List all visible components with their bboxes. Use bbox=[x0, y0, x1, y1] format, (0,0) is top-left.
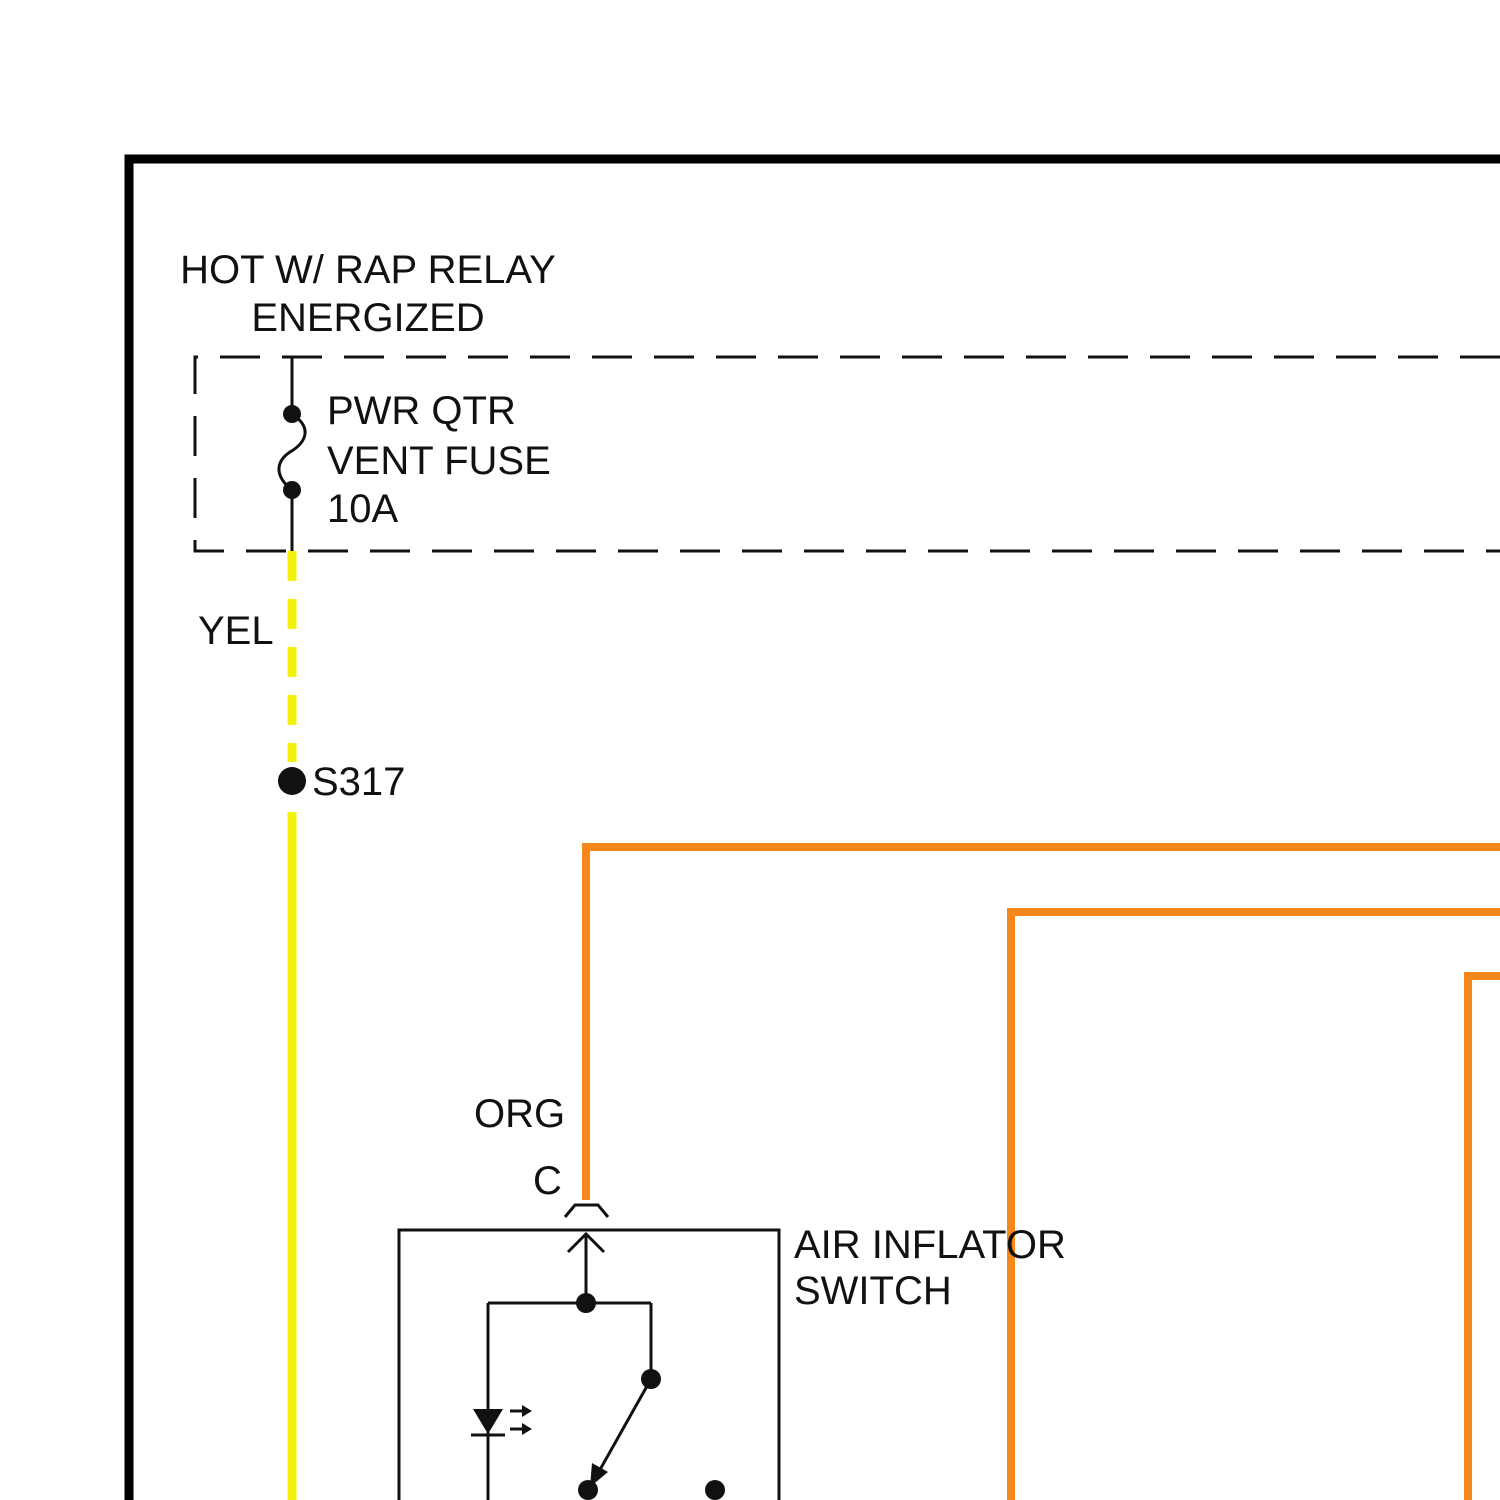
yellow-wire-label: YEL bbox=[198, 609, 274, 653]
orange-wire-label: ORG bbox=[474, 1092, 565, 1136]
led-light-arrows-icon bbox=[510, 1405, 532, 1435]
air-inflator-switch-box bbox=[399, 1230, 779, 1500]
switch-contact-left bbox=[578, 1480, 598, 1500]
switch-contact-right bbox=[705, 1480, 725, 1500]
connector-pin-label: C bbox=[533, 1159, 562, 1203]
fuse-element-icon bbox=[279, 414, 305, 490]
fuse-rating: 10A bbox=[327, 487, 398, 531]
switch-blade bbox=[597, 1379, 651, 1475]
power-source-label-line2: ENERGIZED bbox=[251, 296, 484, 340]
connector-cap-icon bbox=[565, 1205, 608, 1217]
power-source-label-line1: HOT W/ RAP RELAY bbox=[180, 248, 556, 292]
orange-wire-right bbox=[1468, 976, 1500, 1500]
fuse-name-line2: VENT FUSE bbox=[327, 439, 551, 483]
orange-wire-middle bbox=[1011, 912, 1500, 1500]
led-diode-icon bbox=[473, 1409, 503, 1434]
splice-label: S317 bbox=[312, 760, 405, 804]
switch-name-line1: AIR INFLATOR bbox=[794, 1223, 1066, 1267]
fuse-name-line1: PWR QTR bbox=[327, 389, 516, 433]
splice-dot bbox=[278, 767, 306, 795]
switch-name-line2: SWITCH bbox=[794, 1269, 952, 1313]
orange-wire-to-switch bbox=[586, 847, 1500, 1200]
